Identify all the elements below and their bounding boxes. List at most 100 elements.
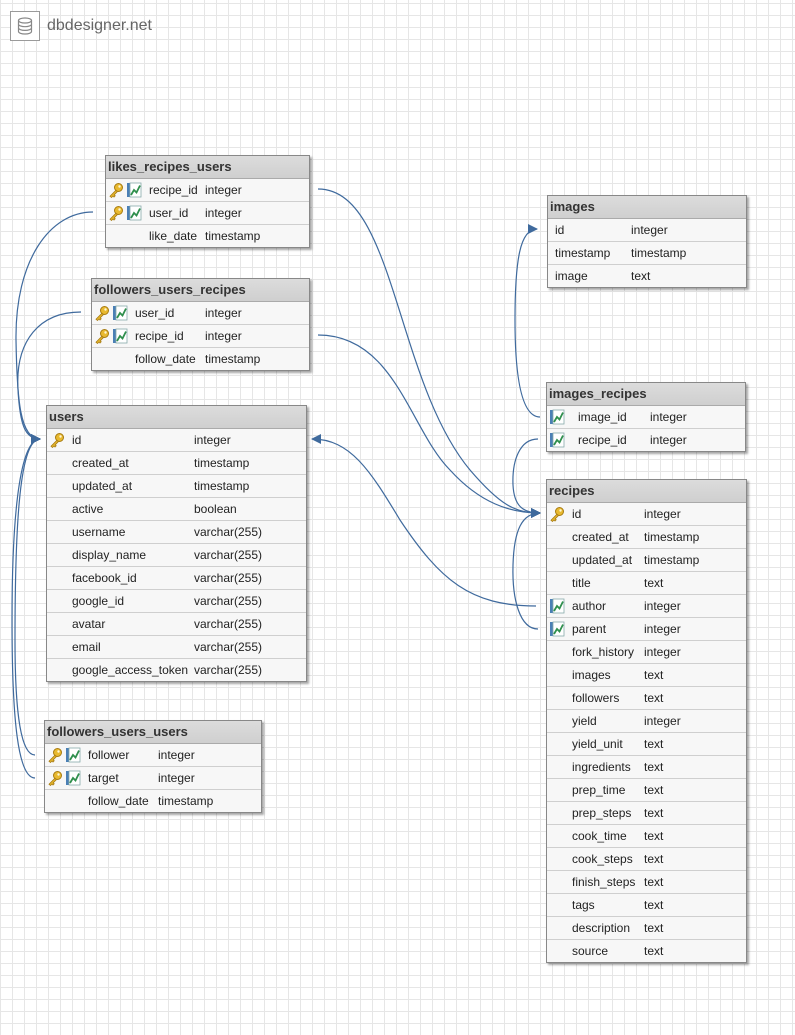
field-name: like_date <box>149 229 198 243</box>
table-followers-users-recipes[interactable]: followers_users_recipes user_id integer … <box>91 278 310 371</box>
field-row[interactable]: avatar varchar(255) <box>47 613 306 636</box>
field-row[interactable]: recipe_id integer <box>547 429 745 451</box>
field-row[interactable]: updated_at timestamp <box>547 549 746 572</box>
foreign-key-icon <box>65 770 81 786</box>
field-row[interactable]: user_id integer <box>92 302 309 325</box>
field-type: text <box>631 269 651 283</box>
table-images-recipes[interactable]: images_recipes image_id integer recipe_i… <box>546 382 746 452</box>
field-name: email <box>72 640 101 654</box>
field-name: google_access_token <box>72 663 189 677</box>
foreign-key-icon <box>126 182 142 198</box>
field-name: recipe_id <box>149 183 198 197</box>
field-row[interactable]: updated_at timestamp <box>47 475 306 498</box>
field-row[interactable]: prep_time text <box>547 779 746 802</box>
field-name: image_id <box>578 410 627 424</box>
field-type: timestamp <box>194 456 250 470</box>
field-name: target <box>88 771 119 785</box>
field-name: prep_time <box>572 783 626 797</box>
field-type: timestamp <box>644 553 700 567</box>
field-row[interactable]: cook_time text <box>547 825 746 848</box>
field-row[interactable]: username varchar(255) <box>47 521 306 544</box>
field-type: varchar(255) <box>194 663 263 677</box>
field-row[interactable]: timestamp timestamp <box>548 242 746 265</box>
foreign-key-icon <box>126 205 142 221</box>
foreign-key-icon <box>549 409 565 425</box>
table-users[interactable]: users id integer created_at timestamp up… <box>46 405 307 682</box>
key-icon <box>549 506 565 523</box>
field-name: yield_unit <box>572 737 623 751</box>
field-row[interactable]: target integer <box>45 767 261 790</box>
field-row[interactable]: image text <box>548 265 746 287</box>
field-name: avatar <box>72 617 106 631</box>
field-row[interactable]: cook_steps text <box>547 848 746 871</box>
field-name: facebook_id <box>72 571 137 585</box>
table-title: recipes <box>547 480 746 503</box>
brand[interactable]: dbdesigner.net <box>10 10 152 42</box>
field-type: text <box>644 668 664 682</box>
field-row[interactable]: google_id varchar(255) <box>47 590 306 613</box>
field-row[interactable]: description text <box>547 917 746 940</box>
table-likes-recipes-users[interactable]: likes_recipes_users recipe_id integer us… <box>105 155 310 248</box>
field-type: integer <box>644 622 681 636</box>
field-row[interactable]: created_at timestamp <box>47 452 306 475</box>
field-row[interactable]: follower integer <box>45 744 261 767</box>
relation-connector <box>11 434 41 779</box>
field-row[interactable]: id integer <box>548 219 746 242</box>
field-row[interactable]: title text <box>547 572 746 595</box>
field-row[interactable]: images text <box>547 664 746 687</box>
relation-connector <box>311 434 537 607</box>
field-name: id <box>572 507 582 521</box>
field-name: followers <box>572 691 620 705</box>
field-type: varchar(255) <box>194 617 263 631</box>
field-row[interactable]: fork_history integer <box>547 641 746 664</box>
table-title: followers_users_users <box>45 721 261 744</box>
field-row[interactable]: tags text <box>547 894 746 917</box>
field-row[interactable]: display_name varchar(255) <box>47 544 306 567</box>
key-icon <box>94 328 110 345</box>
field-row[interactable]: recipe_id integer <box>106 179 309 202</box>
field-row[interactable]: recipe_id integer <box>92 325 309 348</box>
table-images[interactable]: images id integer timestamp timestamp im… <box>547 195 747 288</box>
field-row[interactable]: like_date timestamp <box>106 225 309 247</box>
field-row[interactable]: parent integer <box>547 618 746 641</box>
field-row[interactable]: author integer <box>547 595 746 618</box>
field-row[interactable]: follow_date timestamp <box>92 348 309 370</box>
field-type: integer <box>644 645 681 659</box>
field-name: yield <box>572 714 597 728</box>
field-row[interactable]: image_id integer <box>547 406 745 429</box>
field-row[interactable]: follow_date timestamp <box>45 790 261 812</box>
table-recipes[interactable]: recipes id integer created_at timestamp … <box>546 479 747 963</box>
field-row[interactable]: id integer <box>547 503 746 526</box>
field-row[interactable]: facebook_id varchar(255) <box>47 567 306 590</box>
field-row[interactable]: id integer <box>47 429 306 452</box>
field-row[interactable]: ingredients text <box>547 756 746 779</box>
field-type: integer <box>644 507 681 521</box>
field-name: active <box>72 502 104 516</box>
field-type: integer <box>650 433 687 447</box>
field-row[interactable]: yield_unit text <box>547 733 746 756</box>
field-row[interactable]: followers text <box>547 687 746 710</box>
field-name: user_id <box>149 206 189 220</box>
field-row[interactable]: finish_steps text <box>547 871 746 894</box>
relation-connector <box>317 188 541 518</box>
field-type: integer <box>650 410 687 424</box>
field-type: text <box>644 806 664 820</box>
field-type: integer <box>194 433 231 447</box>
field-row[interactable]: user_id integer <box>106 202 309 225</box>
field-row[interactable]: created_at timestamp <box>547 526 746 549</box>
field-row[interactable]: prep_steps text <box>547 802 746 825</box>
field-row[interactable]: yield integer <box>547 710 746 733</box>
field-row[interactable]: source text <box>547 940 746 962</box>
key-icon <box>94 305 110 322</box>
field-name: id <box>555 223 565 237</box>
field-row[interactable]: email varchar(255) <box>47 636 306 659</box>
field-type: text <box>644 875 664 889</box>
table-followers-users-users[interactable]: followers_users_users follower integer t… <box>44 720 262 813</box>
field-row[interactable]: google_access_token varchar(255) <box>47 659 306 681</box>
relation-connector <box>14 434 41 756</box>
field-row[interactable]: active boolean <box>47 498 306 521</box>
field-name: cook_time <box>572 829 627 843</box>
field-type: integer <box>205 306 242 320</box>
key-icon <box>47 747 63 764</box>
field-name: recipe_id <box>578 433 627 447</box>
